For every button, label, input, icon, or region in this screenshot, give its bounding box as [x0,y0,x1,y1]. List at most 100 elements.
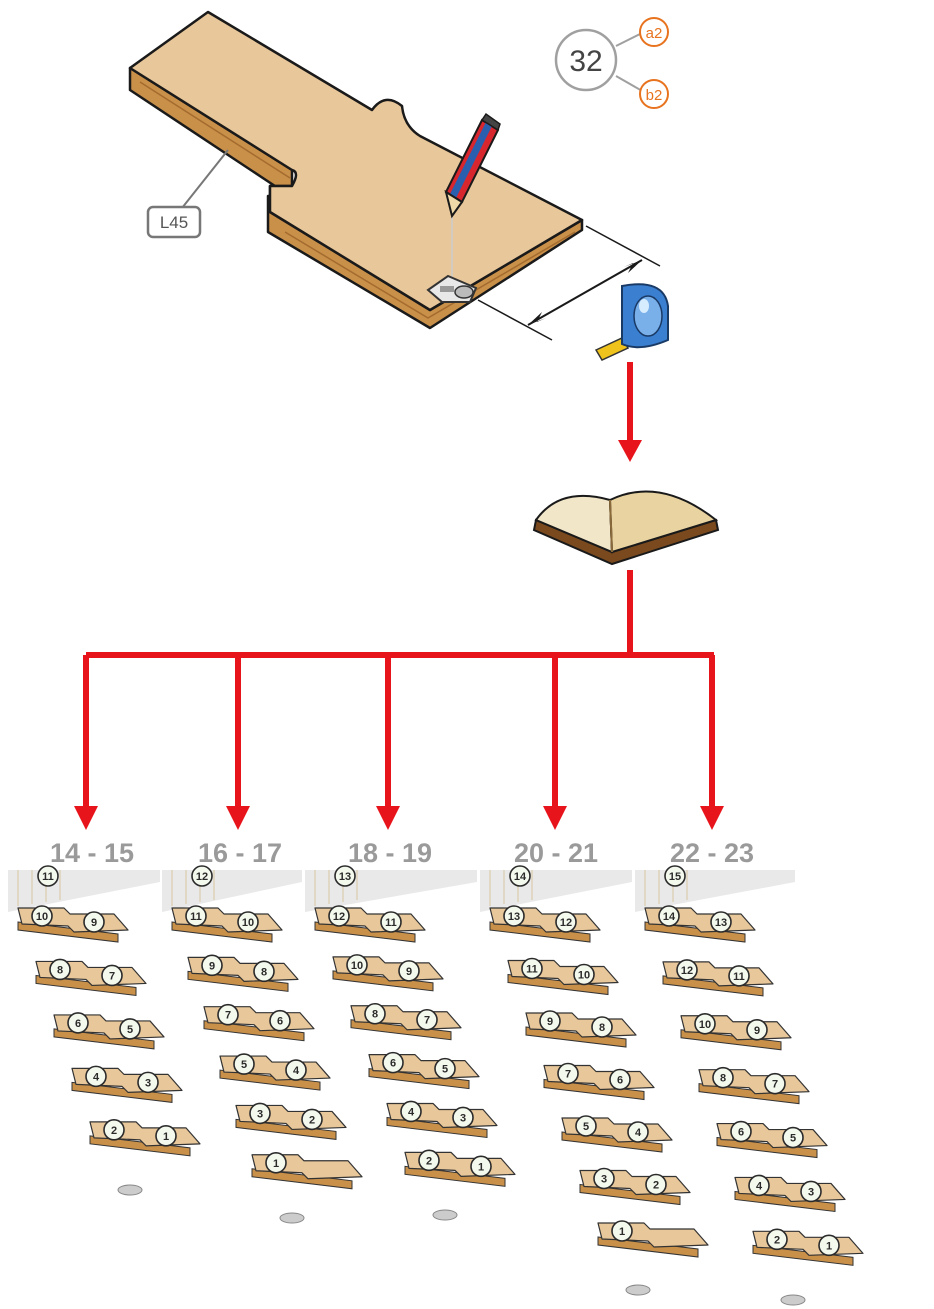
stair-step: 12 [556,912,576,932]
stair-step: 8 [50,959,70,979]
step-number: 1 [826,1240,832,1252]
stair-step: 10 [695,1014,715,1034]
arrow-drop [74,655,98,830]
arrow-drop [376,655,400,830]
step-number: 11 [385,917,397,929]
stair-step: 5 [435,1059,455,1079]
stair-step: 10 [238,912,258,932]
stair-panels: 1110987654321121110987654321131211109876… [8,866,863,1305]
stair-step: 10 [574,965,594,985]
step-number: 12 [560,917,572,929]
step-number: 6 [738,1127,744,1139]
step-number: 1 [163,1131,169,1143]
stair-step: 13 [504,906,524,926]
stair-foot [280,1213,304,1223]
arrow-drop [700,655,724,830]
stair-step: 9 [747,1020,767,1040]
stair-panel [305,870,477,912]
stair-step: 3 [250,1103,270,1123]
step-number: 12 [196,871,208,883]
step-number: 9 [406,966,412,978]
step-number: 9 [209,960,215,972]
stair-foot [118,1185,142,1195]
step-number: 12 [333,911,345,923]
tape-measure-icon [596,284,668,360]
step-number: 3 [601,1174,607,1186]
stair-step: 1 [612,1221,632,1241]
step-number: 11 [733,971,745,983]
step-number: 7 [424,1015,430,1027]
range-label: 20 - 21 [514,838,598,868]
step-number: 2 [309,1114,315,1126]
step-number: 5 [583,1121,589,1133]
step-number: 8 [57,964,63,976]
stair-step: 2 [646,1175,666,1195]
stair-step: 7 [765,1074,785,1094]
step-number: 6 [617,1075,623,1087]
step-number: 5 [241,1059,247,1071]
stair-step: 6 [270,1011,290,1031]
stair-foot [781,1295,805,1305]
stair-step: 8 [365,1004,385,1024]
stair-step: 2 [104,1120,124,1140]
step-number: 10 [36,911,48,923]
step-number: 13 [715,917,727,929]
step-number: 10 [699,1019,711,1031]
wood-board [130,12,582,328]
step-number: 11 [526,964,538,976]
stair-step: 4 [628,1122,648,1142]
stair-step: 13 [711,912,731,932]
step-number: 11 [190,911,202,923]
stair-step: 6 [731,1122,751,1142]
stair-step: 2 [419,1150,439,1170]
stair-step: 3 [801,1181,821,1201]
range-label: 16 - 17 [198,838,282,868]
stair-step: 5 [234,1054,254,1074]
stair-step: 7 [417,1010,437,1030]
part-label-l45: L45 [148,150,228,237]
stair-step: 6 [610,1070,630,1090]
stair-step: 4 [286,1060,306,1080]
step-reference: 32 a2 b2 [556,18,668,108]
stair-step: 8 [592,1017,612,1037]
stair-step: 3 [138,1072,158,1092]
stair-step: 7 [218,1005,238,1025]
stair-step: 14 [510,866,530,886]
stair-step: 15 [665,866,685,886]
step-number: 2 [653,1180,659,1192]
stair-step: 8 [254,961,274,981]
stair-step: 3 [453,1107,473,1127]
step-number: 1 [619,1226,625,1238]
dimension-ref-b: b2 [646,87,663,104]
stair-step: 6 [68,1013,88,1033]
landing-floor [305,870,477,912]
stair-step: 9 [202,955,222,975]
range-label: 18 - 19 [348,838,432,868]
step-number: 13 [508,911,520,923]
step-number: 10 [351,960,363,972]
step-number: 6 [75,1018,81,1030]
stair-foot [626,1285,650,1295]
step-number: 10 [242,917,254,929]
stair-panel [635,870,795,912]
step-number: 4 [293,1065,300,1077]
step-number: 7 [225,1010,231,1022]
stair-step: 8 [713,1068,733,1088]
stair-foot [433,1210,457,1220]
step-number: 5 [790,1133,796,1145]
part-label-text: L45 [160,213,188,232]
step-number: 2 [774,1234,780,1246]
step-number: 1 [273,1158,279,1170]
range-label: 14 - 15 [50,838,134,868]
stair-step: 9 [399,961,419,981]
step-number: 4 [756,1180,763,1192]
stair-step: 1 [471,1156,491,1176]
stair-panel [162,870,302,912]
stair-step: 5 [783,1128,803,1148]
arrow-to-book [618,362,642,462]
step-number: 7 [772,1079,778,1091]
landing-floor [162,870,302,912]
step-number: 13 [339,871,351,883]
